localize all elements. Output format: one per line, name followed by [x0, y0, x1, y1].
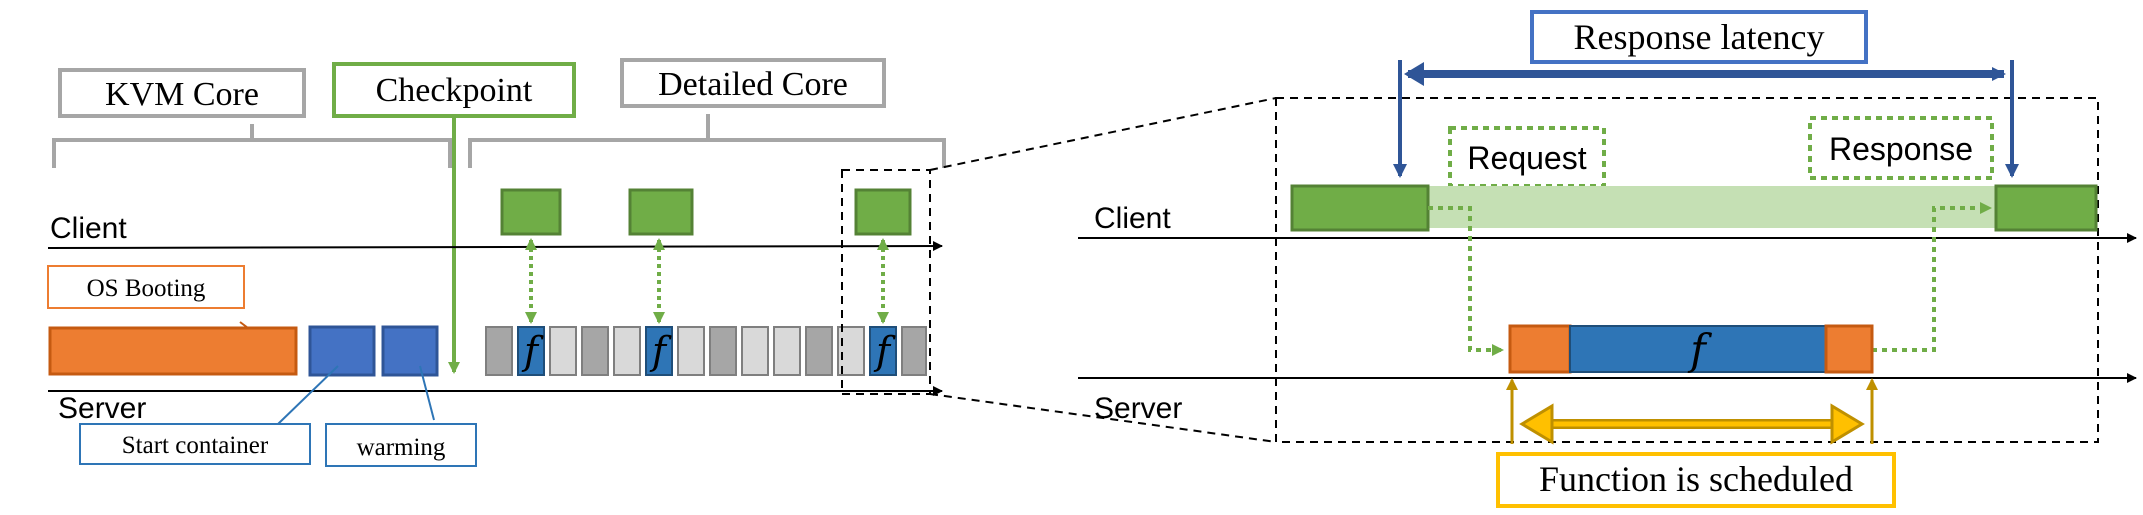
- client-request-box: [1290, 184, 1430, 232]
- zoom-source-box: [841, 169, 931, 395]
- detailed-core-label-group: Detailed Core: [620, 58, 886, 108]
- function-block: [869, 326, 897, 376]
- function-scheduled-label-box: [1496, 452, 1896, 508]
- request-label: Request: [1467, 140, 1586, 176]
- left-client-line: [47, 241, 943, 252]
- start-container-callout: [277, 365, 339, 425]
- zoom-connector-bottom: [929, 393, 1277, 443]
- right-client-label: Client: [1094, 202, 1171, 235]
- tick-block: [549, 326, 577, 376]
- function-block: [645, 326, 673, 376]
- detailed-core-label-box: [620, 58, 886, 108]
- checkpoint-label-group: Checkpoint: [332, 62, 576, 118]
- warming-block: [381, 325, 439, 377]
- detailed-core-blocks: f f f: [485, 326, 927, 376]
- left-server-label: Server: [58, 392, 146, 425]
- checkpoint-label: Checkpoint: [376, 72, 533, 109]
- function-prologue-block: [1508, 324, 1572, 374]
- request-path: [1428, 206, 1504, 356]
- request-box: [628, 188, 694, 236]
- zoom-connector-top: [929, 97, 1277, 171]
- response-latency-label: Response latency: [1574, 17, 1825, 57]
- kvm-core-label-group: KVM Core: [58, 68, 306, 118]
- os-booting-label-box: [47, 265, 245, 309]
- detailed-core-label: Detailed Core: [658, 66, 848, 103]
- request-box: [500, 188, 562, 236]
- response-latency-arrowhead-left: [1404, 62, 1424, 86]
- kvm-core-label-box: [58, 68, 306, 118]
- request-box: [854, 188, 912, 236]
- tick-block: [805, 326, 833, 376]
- warming-callout: [419, 365, 435, 421]
- response-label: Response: [1829, 131, 1973, 167]
- zoom-detail-box: [1275, 97, 2099, 443]
- response-path: [1872, 202, 1992, 352]
- function-scheduled-label: Function is scheduled: [1539, 459, 1853, 499]
- kvm-core-brace: [52, 124, 452, 168]
- response-label-box: [1808, 116, 1994, 180]
- kvm-core-label: KVM Core: [105, 76, 259, 113]
- function-execution-bar: [1569, 325, 1827, 373]
- os-booting-bar: [48, 326, 298, 376]
- tick-block: [901, 326, 927, 376]
- function-epilogue-block: [1824, 324, 1874, 374]
- tick-block: [581, 326, 609, 376]
- start-container-label-box: [79, 423, 311, 465]
- tick-block: [773, 326, 801, 376]
- detailed-core-brace: [468, 114, 946, 168]
- right-server-label: Server: [1094, 392, 1182, 425]
- response-latency-label-box: [1530, 10, 1868, 64]
- warming-label-box: [325, 423, 477, 467]
- function-block: [517, 326, 545, 376]
- tick-block: [709, 326, 737, 376]
- function-scheduled-arrow: [1519, 403, 1865, 445]
- left-client-label: Client: [50, 212, 127, 245]
- tick-block: [677, 326, 705, 376]
- tick-block: [485, 326, 513, 376]
- tick-block: [613, 326, 641, 376]
- os-booting-label: OS Booting: [87, 275, 206, 302]
- warming-label: warming: [357, 434, 446, 461]
- start-container-label: Start container: [122, 432, 269, 459]
- tick-block: [741, 326, 769, 376]
- client-response-box: [1994, 184, 2098, 232]
- latency-band: [1428, 186, 1996, 228]
- start-container-block: [308, 325, 376, 377]
